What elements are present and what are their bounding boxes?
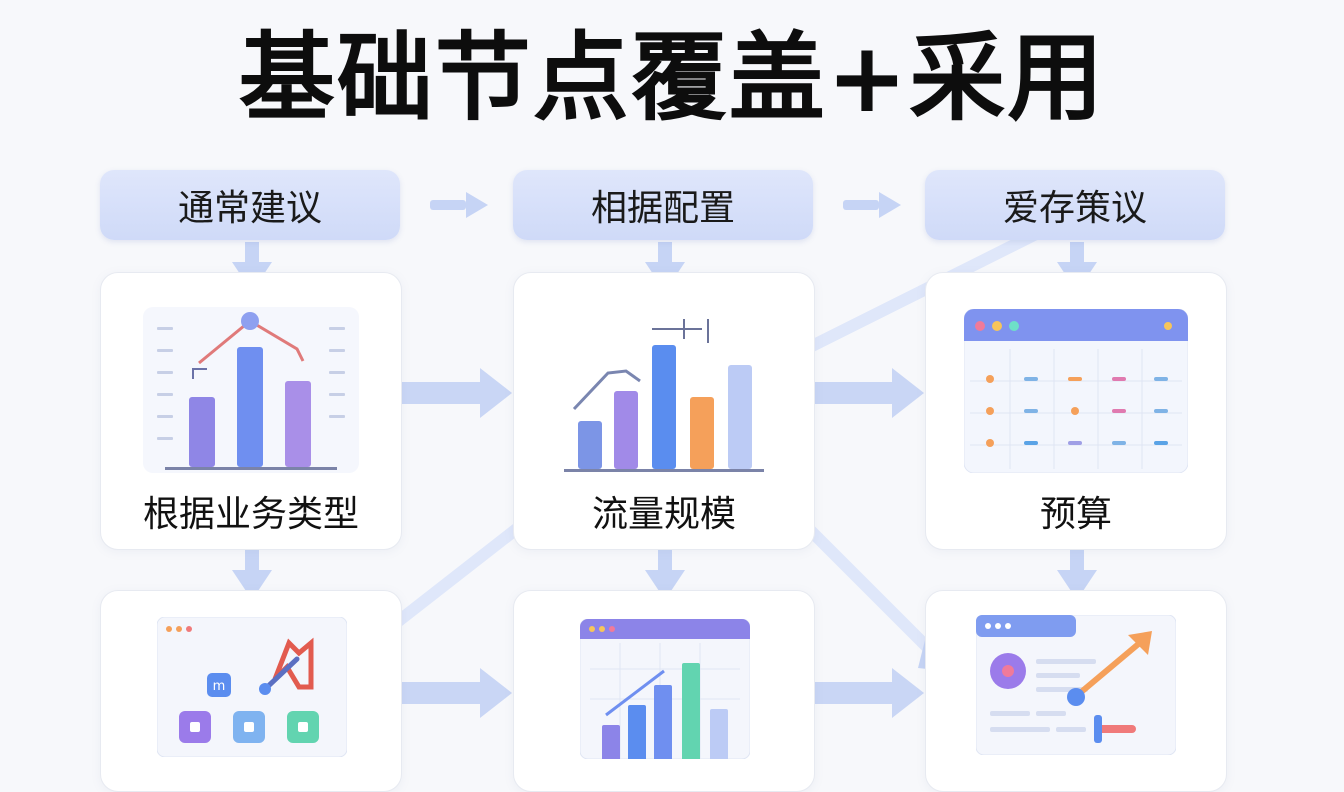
label-business-type: 根据业务类型 — [142, 494, 359, 535]
label-traffic-scale: 流量规模 — [591, 494, 736, 535]
label-budget: 预算 — [1039, 494, 1112, 535]
card-traffic-scale: 流量规模 — [513, 272, 815, 550]
card-analytics-panel — [925, 590, 1227, 792]
header-strategy: 爱存策议 — [925, 170, 1225, 240]
analytics-panel-icon — [976, 615, 1176, 755]
arrow-header-2-3 — [843, 192, 901, 218]
header-config: 相据配置 — [513, 170, 813, 240]
app-grid-icon: m — [157, 617, 347, 757]
dashboard-chart-icon — [580, 619, 750, 759]
card-dashboard-chart — [513, 590, 815, 792]
calendar-grid-icon — [964, 309, 1188, 473]
card-app-grid: m — [100, 590, 402, 792]
card-budget: 预算 — [925, 272, 1227, 550]
arrow-header-1-2 — [430, 192, 488, 218]
page-title: 基础节点覆盖+采用 — [238, 22, 1106, 134]
card-business-type: 根据业务类型 — [100, 272, 402, 550]
line-chart-icon — [143, 307, 359, 473]
bar-chart-icon — [564, 319, 764, 472]
header-general-advice: 通常建议 — [100, 170, 400, 240]
svg-text:m: m — [213, 679, 226, 694]
